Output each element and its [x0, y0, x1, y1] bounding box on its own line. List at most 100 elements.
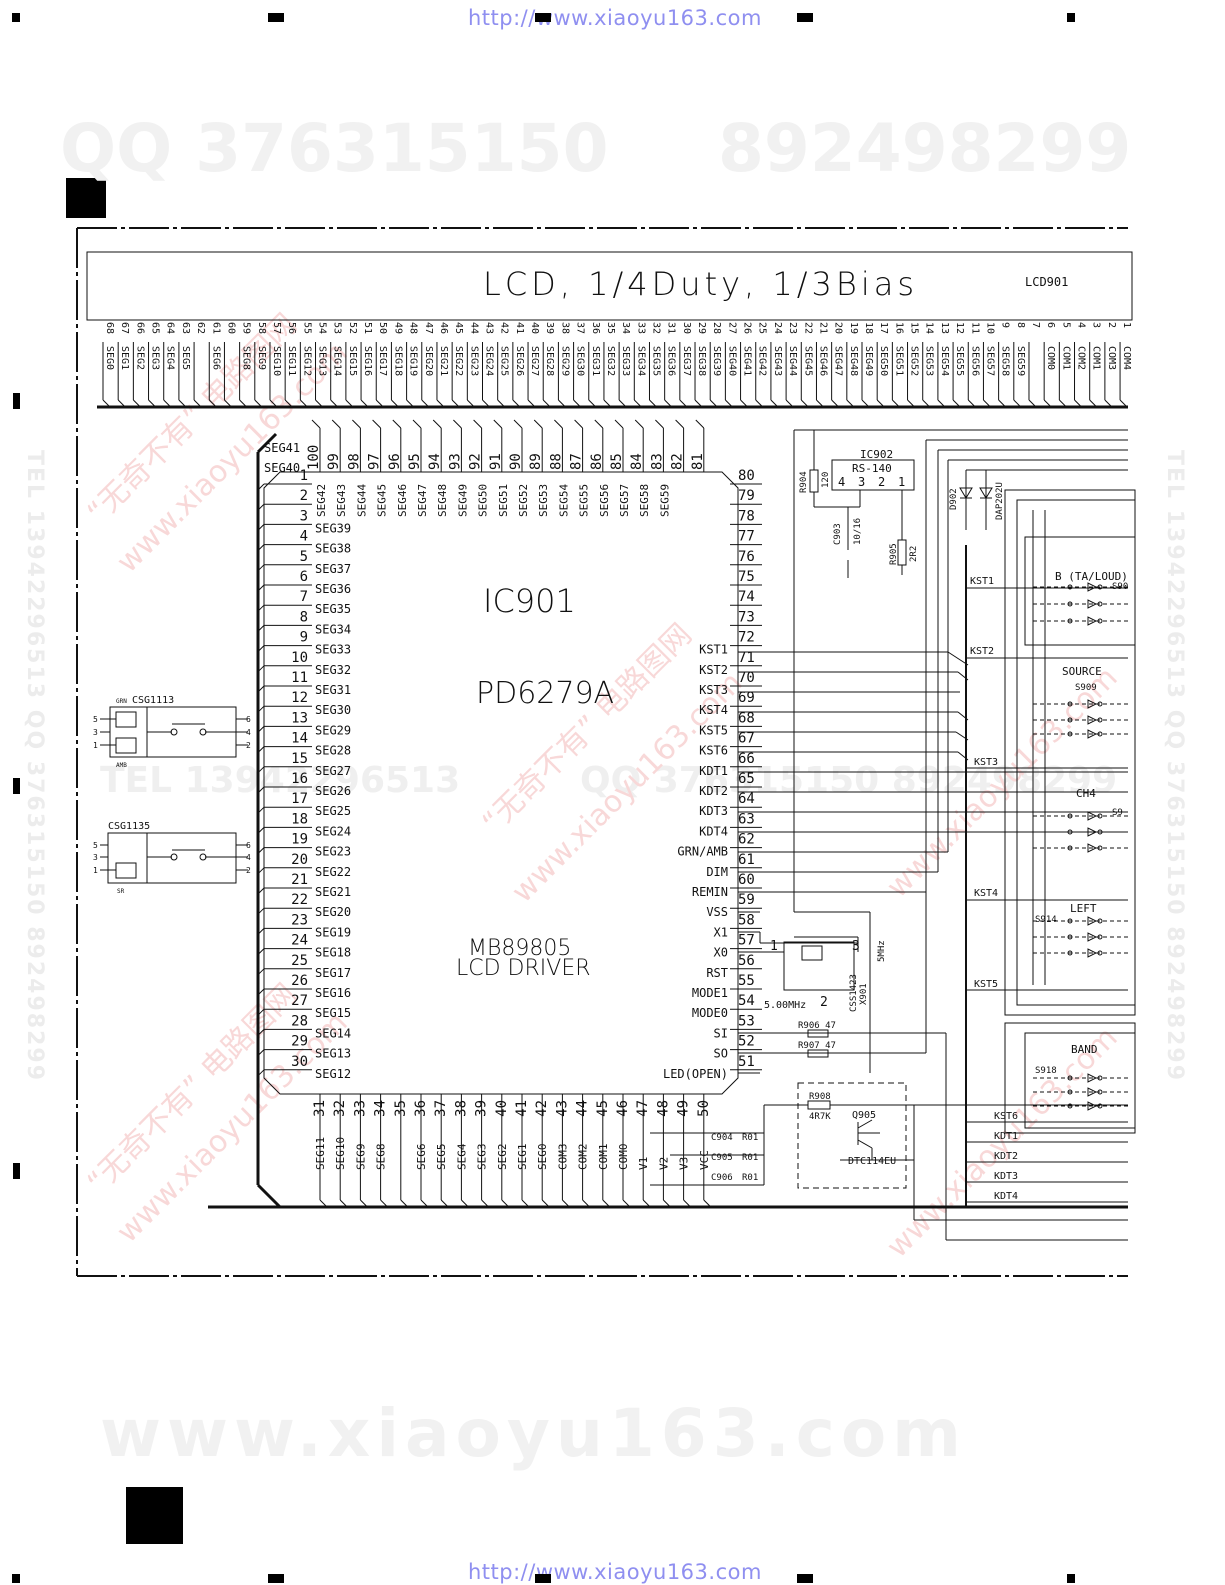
ic901-pin-label: COM2: [577, 1144, 590, 1171]
ic901-bottom-pin: [703, 1199, 712, 1208]
lcd-pin-number: 31: [666, 322, 677, 334]
x901-part: CSS1423: [849, 974, 859, 1012]
ic901-pin-number: 75: [738, 569, 755, 585]
ic901-pin-label: SEG43: [335, 484, 348, 517]
ic901-pin-label: SEG13: [315, 1047, 351, 1061]
lcd-seg-label: SEG25: [499, 346, 510, 376]
ic901-pin-number: 21: [291, 872, 308, 888]
bus-label: KST3: [974, 757, 998, 768]
lcd-seg-label: SEG0: [104, 346, 115, 370]
ic901-top-pin: [513, 419, 523, 429]
ic901-pin-number: 84: [629, 453, 645, 470]
d902-part: DAP202U: [995, 482, 1005, 520]
ic901-pin-number: 28: [291, 1013, 308, 1029]
lcd-pin-number: 59: [241, 322, 252, 334]
lcd-seg-label: SEG32: [605, 346, 616, 376]
ic901-pin-number: 3: [300, 508, 308, 524]
ic901-top-pin: [331, 419, 341, 429]
ic901-pin-number: 69: [738, 690, 755, 706]
lcd-seg-label: SEG6: [210, 346, 221, 370]
lcd-pin-number: 16: [893, 322, 904, 334]
ic901-bottom-pin: [602, 1199, 611, 1208]
switch-group-label: BAND: [1071, 1043, 1098, 1056]
ic901-pin-label: DIM: [706, 865, 728, 879]
lcd-pin-number: 37: [575, 322, 586, 334]
lcd-seg-label: SEG46: [817, 346, 828, 376]
ic901-pin-number: 26: [291, 973, 308, 989]
diode-icon: [1087, 599, 1098, 609]
switch-contact: [1097, 918, 1103, 924]
lcd-pin-number: 65: [150, 322, 161, 334]
ic901-pin-number: 89: [528, 453, 544, 470]
footer-url[interactable]: http://www.xiaoyu163.com: [468, 1560, 762, 1584]
ic901-pin-number: 95: [407, 453, 423, 470]
switch-contact: [1067, 584, 1073, 590]
switch-group-ref: S914: [1035, 915, 1057, 925]
diode-icon: [1087, 616, 1098, 626]
ic901-top-pin: [634, 419, 644, 429]
lcd-seg-label: SEG18: [392, 346, 403, 376]
ic901-left-pin: [257, 867, 265, 875]
ic901-pin-number: 8: [300, 609, 308, 625]
ic901-pin-label: KST3: [699, 683, 728, 697]
r907-label: R907 47: [798, 1041, 836, 1051]
reg-mark: [268, 1574, 284, 1583]
ic901-pin-label: SEG12: [315, 1067, 351, 1081]
lcd-pin-number: 38: [559, 322, 570, 334]
ic901-left-pin: [257, 907, 265, 915]
ic901-pin-label: REMIN: [692, 885, 728, 899]
switch-group-label: B (TA/LOUD): [1055, 570, 1128, 583]
ic901-bottom-pin: [501, 1199, 510, 1208]
ic901-pin-label: KST5: [699, 723, 728, 737]
ic901-desc2: LCD DRIVER: [456, 956, 591, 981]
lcd-pin-number: 50: [377, 322, 388, 334]
lcd-seg-label: SEG20: [423, 346, 434, 376]
ic902-part: RS-140: [852, 462, 892, 475]
ic901-pin-label: SEG16: [315, 986, 351, 1000]
lcd-pin-number: 56: [286, 322, 297, 334]
lcd-seg-label: SEG15: [347, 346, 358, 376]
ic901-top-pin: [594, 419, 604, 429]
bus-label: KDT3: [994, 1171, 1018, 1182]
switch-contact: [1097, 1103, 1103, 1109]
ic901-pin-number: 5: [300, 549, 308, 565]
ic901-bottom-pin: [360, 1199, 368, 1208]
switch-contact: [1097, 845, 1103, 851]
lcd-seg-label: SEG41: [742, 346, 753, 376]
ic901-pin-number: 35: [393, 1100, 409, 1117]
ic901-bottom-pin: [622, 1199, 631, 1208]
ic901-left-pin: [257, 625, 265, 632]
ic901-pin-label: SEG1: [516, 1144, 529, 1171]
lcd-title: LCD, 1/4Duty, 1/3Bias: [483, 265, 918, 303]
reg-mark: [535, 1574, 551, 1583]
ic901-pin-number: 51: [738, 1054, 755, 1070]
ic901-pin-number: 57: [738, 933, 755, 949]
ic901-bottom-pin: [420, 1199, 429, 1208]
ic901-pin-number: 37: [433, 1100, 449, 1117]
lcd-pin-number: 22: [802, 322, 813, 334]
lcd-pin-number: 41: [514, 322, 525, 334]
ic901-pin-number: 80: [738, 468, 755, 484]
ic901-pin-label: SEG24: [315, 824, 351, 838]
csg1113-amb: AMB: [116, 762, 127, 769]
csg-pin-number: 3: [93, 853, 98, 862]
lcd-pin-number: 57: [271, 322, 282, 334]
ic901-bottom-pin: [541, 1199, 550, 1208]
ic901-left-pin: [257, 584, 265, 592]
ic901-pin-label: SEG35: [315, 602, 351, 616]
lcd-pin-number: 6: [1045, 322, 1056, 328]
ic901-pin-label: SEG15: [315, 1006, 351, 1020]
lcd-seg-label: SEG34: [635, 346, 646, 376]
lcd-seg-label: SEG19: [408, 346, 419, 376]
ic901-pin-number: 55: [738, 973, 755, 989]
lcd-seg-label: SEG12: [301, 346, 312, 376]
lcd-seg-label: SEG58: [1000, 346, 1011, 376]
ic901-pin-number: 60: [738, 872, 755, 888]
lcd-pin-number: 32: [650, 322, 661, 334]
switch-group-ref: S909: [1075, 683, 1097, 693]
ic901-pin-label: SEG20: [315, 905, 351, 919]
header-url[interactable]: http://www.xiaoyu163.com: [468, 6, 762, 30]
x901-label: X901: [859, 983, 869, 1005]
ic901-pin-number: 54: [738, 993, 755, 1009]
switch-contact: [1067, 1089, 1073, 1095]
